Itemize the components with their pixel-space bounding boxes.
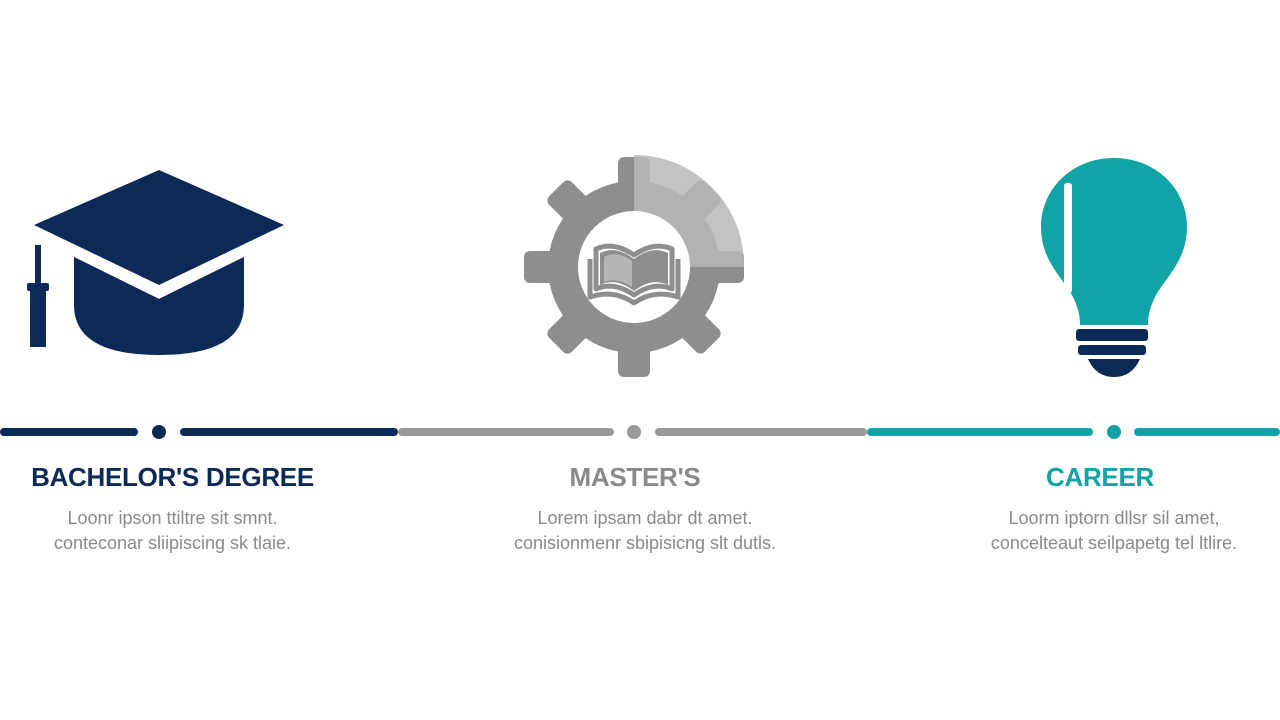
- stage-desc-bachelors-line2: conteconar sliipiscing sk tlaie.: [53, 533, 292, 553]
- timeline-segment-masters-left: [398, 428, 614, 436]
- stage-title-bachelors: BACHELOR'S DEGREE: [31, 462, 314, 492]
- stage-desc-career-line1: Loorm iptorn dllsr sil amet,: [1008, 508, 1220, 528]
- lightbulb-icon: [1041, 158, 1187, 377]
- stage-title-masters: MASTER'S: [569, 462, 701, 492]
- stage-desc-masters-line2: conisionmenr sbipisicng slt dutls.: [513, 533, 777, 553]
- timeline-dot-masters: [627, 425, 641, 439]
- stage-desc-bachelors-line1: Loonr ipson ttiltre sit smnt.: [67, 508, 278, 528]
- stage-desc-masters: Lorem ipsam dabr dt amet. conisionmenr s…: [485, 506, 805, 556]
- gear-book-icon: [524, 155, 745, 377]
- timeline-dot-career: [1107, 425, 1121, 439]
- timeline-segment-bachelors-right: [180, 428, 398, 436]
- timeline-segment-masters-right: [655, 428, 867, 436]
- stage-desc-career-line2: concelteaut seilpapetg tel ltlire.: [990, 533, 1238, 553]
- graduation-cap-icon: [27, 170, 284, 355]
- stage-title-career: CAREER: [1046, 462, 1154, 492]
- timeline-segment-career-left: [867, 428, 1093, 436]
- stage-desc-masters-line1: Lorem ipsam dabr dt amet.: [537, 508, 753, 528]
- timeline-segment-career-right: [1134, 428, 1280, 436]
- timeline-dot-bachelors: [152, 425, 166, 439]
- stage-desc-career: Loorm iptorn dllsr sil amet, concelteaut…: [950, 506, 1278, 556]
- stage-desc-bachelors: Loonr ipson ttiltre sit smnt. conteconar…: [0, 506, 345, 556]
- timeline-segment-bachelors-left: [0, 428, 138, 436]
